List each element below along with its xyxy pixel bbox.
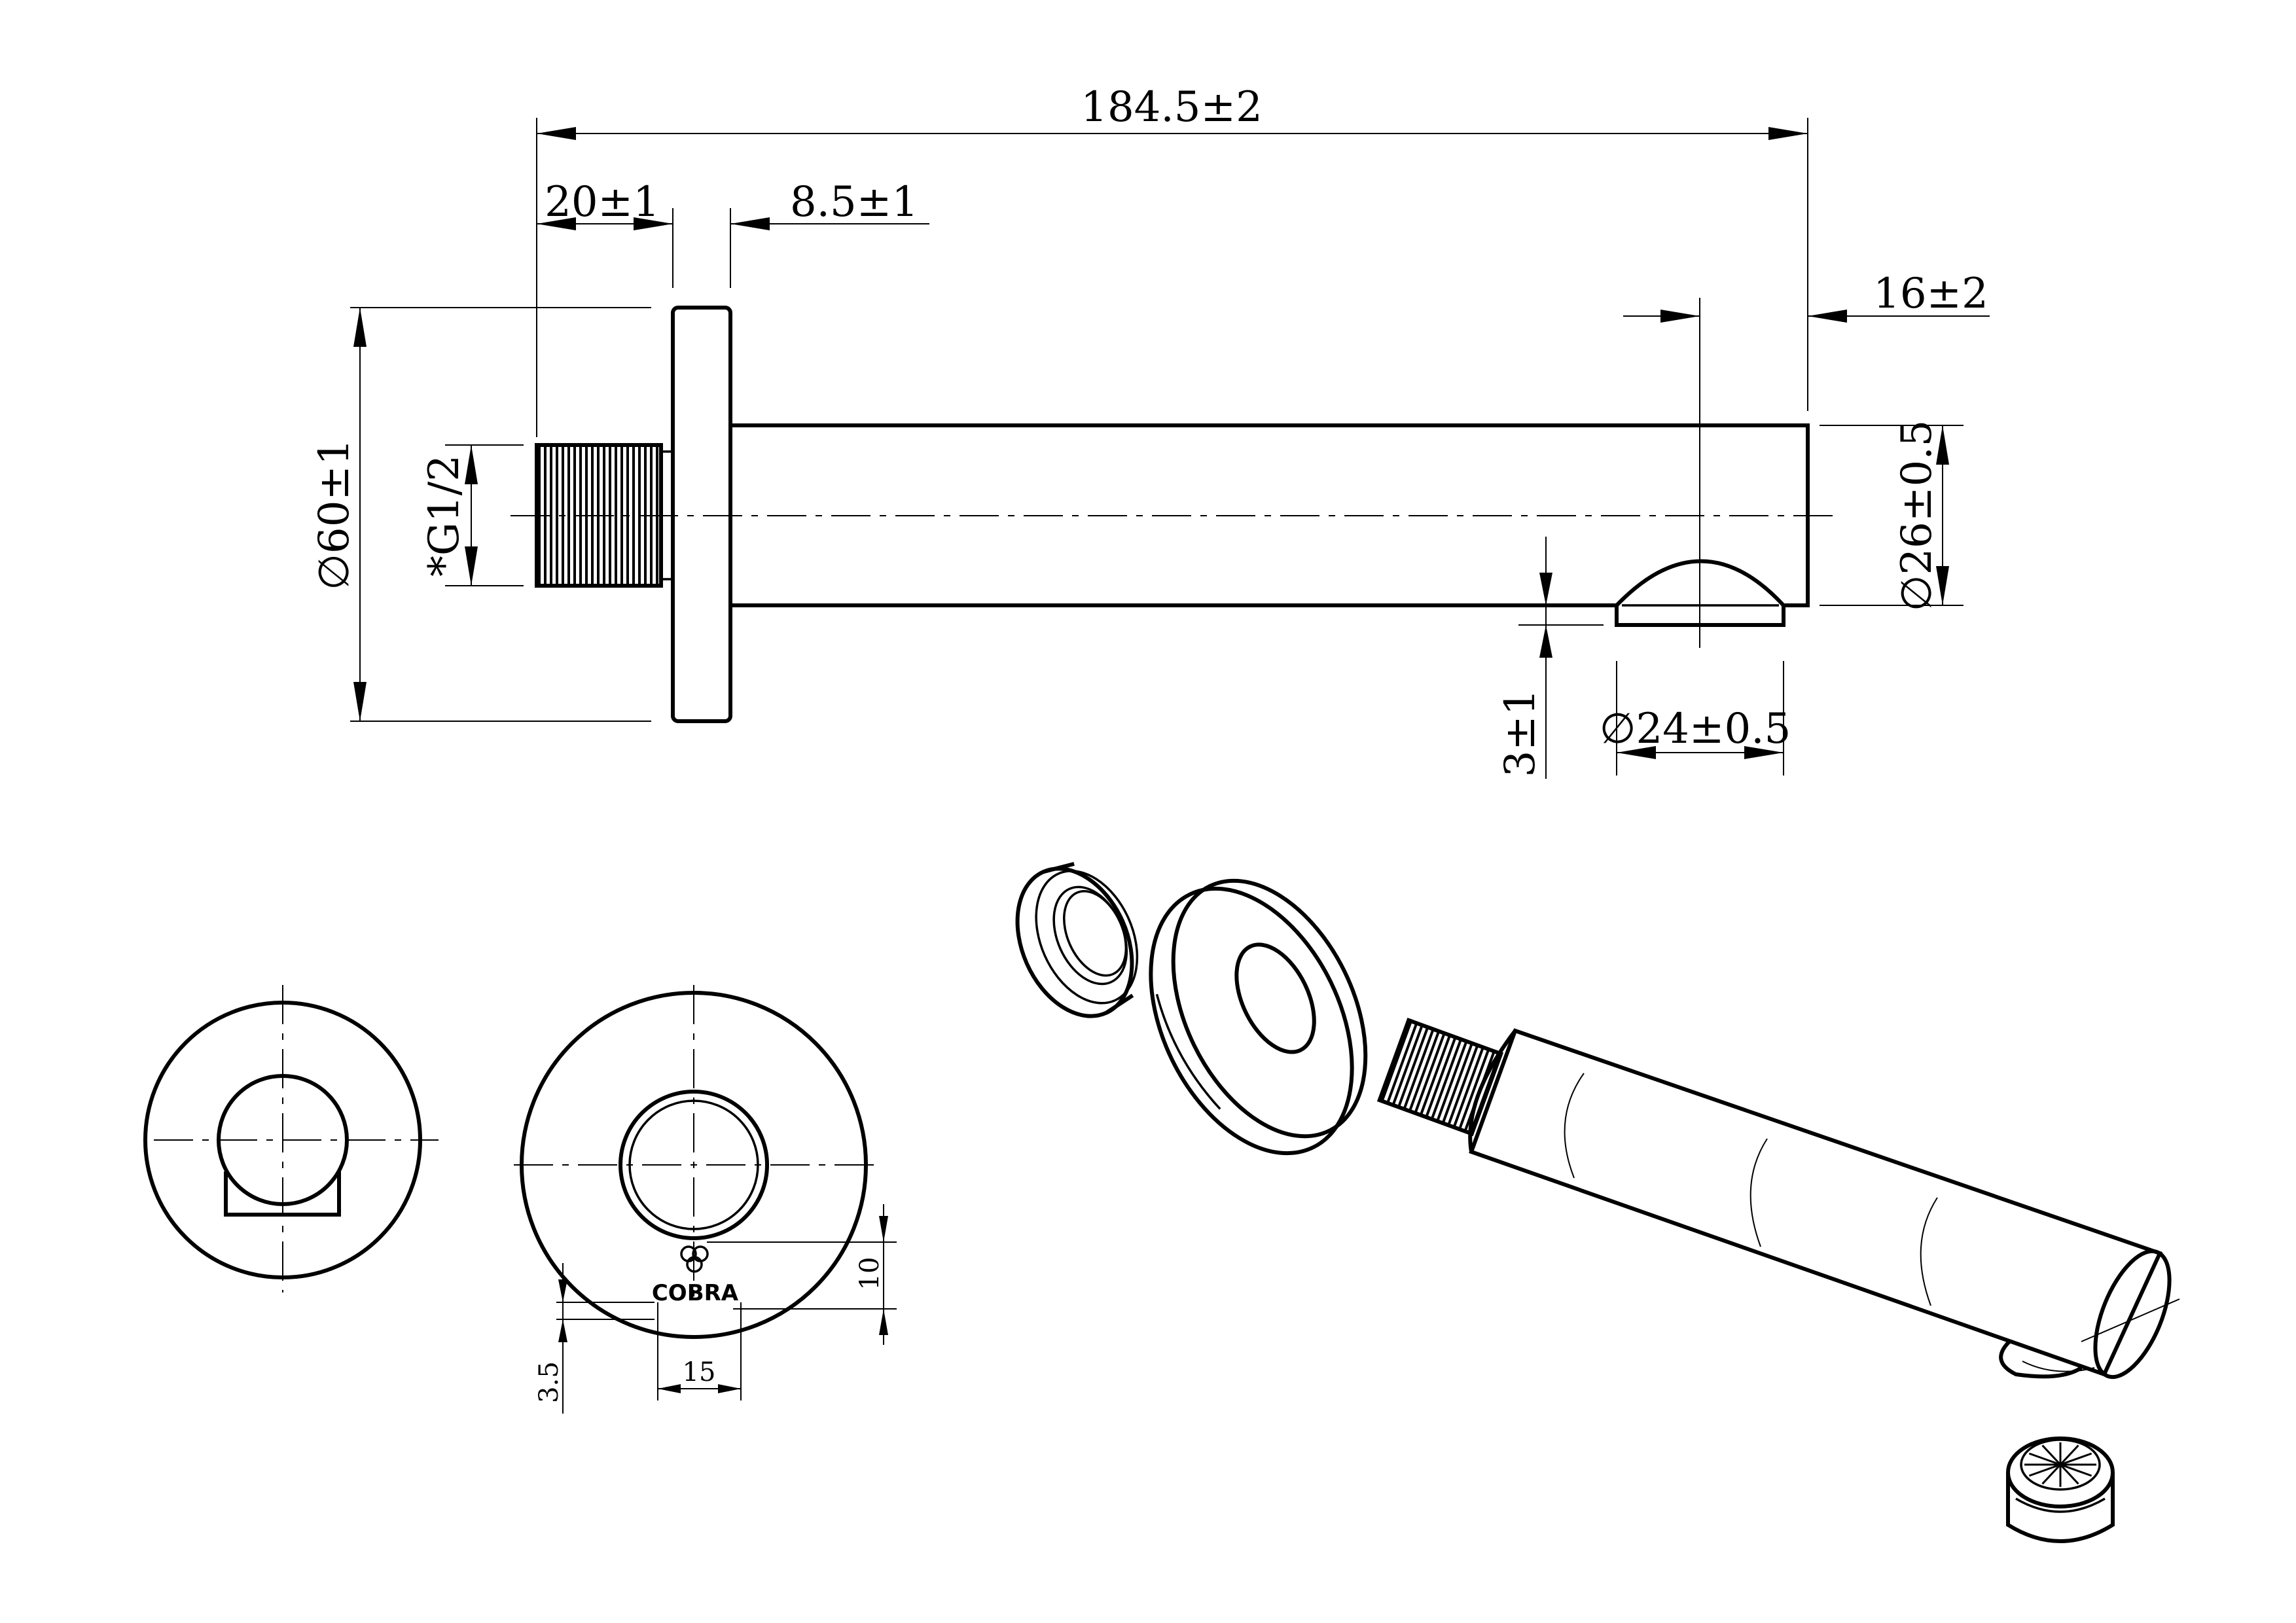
pipe-assembly bbox=[1376, 1018, 2180, 1380]
pipe-outlet bbox=[1999, 1340, 2083, 1379]
aerator-spoke bbox=[2060, 1452, 2092, 1466]
thread-line bbox=[1447, 1044, 1479, 1126]
thread-hatching bbox=[538, 445, 658, 586]
rotation-arrow-icon bbox=[1155, 993, 1221, 1110]
end-view-front: COBRA 10 15 3.5 bbox=[514, 985, 897, 1414]
label-logo-width: 15 bbox=[683, 1357, 716, 1387]
threaded-connector bbox=[535, 443, 674, 588]
dim-outlet-offset: 16±2 bbox=[1623, 270, 1990, 323]
label-flange-diameter: ∅60±1 bbox=[310, 438, 359, 590]
aerator-spoke bbox=[2041, 1463, 2062, 1485]
aerator-spoke bbox=[2059, 1444, 2079, 1466]
label-thread: *G1/2 bbox=[420, 455, 469, 577]
aerator-spoke bbox=[2059, 1463, 2079, 1485]
thread-line bbox=[1419, 1035, 1452, 1116]
outlet-curve bbox=[1615, 559, 1785, 607]
dim-flange-diameter: ∅60±1 bbox=[310, 308, 367, 721]
label-outlet-offset: 16±2 bbox=[1873, 270, 1988, 318]
washer bbox=[1015, 862, 1139, 1018]
pipe-body bbox=[1469, 1028, 2163, 1377]
dim-overall-length: 184.5±2 bbox=[537, 83, 1808, 140]
label-logo-offset: 3.5 bbox=[534, 1361, 564, 1403]
label-outlet-diameter: ∅24±0.5 bbox=[1600, 705, 1791, 753]
exploded-view bbox=[1015, 862, 2180, 1543]
dim-flange-thickness: 8.5±1 bbox=[730, 178, 929, 230]
label-pipe-diameter: ∅26±0.5 bbox=[1893, 420, 1941, 612]
thread-line bbox=[1403, 1028, 1435, 1110]
thread-line bbox=[1458, 1048, 1490, 1130]
dim-logo-offset: 3.5 bbox=[534, 1263, 655, 1414]
thread-line bbox=[1441, 1043, 1473, 1124]
thread-line bbox=[1425, 1037, 1457, 1118]
thread-line bbox=[1386, 1022, 1418, 1104]
thread-line bbox=[1430, 1039, 1462, 1120]
cobra-logo-text: COBRA bbox=[652, 1280, 739, 1306]
thread-line bbox=[1469, 1052, 1501, 1134]
label-flange-offset: 20±1 bbox=[545, 178, 660, 226]
aerator-spoke bbox=[2060, 1463, 2092, 1477]
thread-line bbox=[1452, 1046, 1484, 1128]
rotation-arrow-icon bbox=[1564, 1073, 2180, 1372]
dim-thread: *G1/2 bbox=[420, 445, 478, 586]
extension-lines bbox=[350, 118, 1964, 776]
cobra-logo-icon: COBRA bbox=[652, 1245, 739, 1306]
side-view: 184.5±2 20±1 8.5±1 16±2 ∅60± bbox=[310, 83, 1990, 779]
dim-outlet-diameter: ∅24±0.5 bbox=[1600, 705, 1791, 759]
dim-flange-offset: 20±1 bbox=[537, 178, 673, 230]
end-view-rear bbox=[143, 985, 439, 1293]
dim-outlet-depth: 3±1 bbox=[1496, 537, 1552, 779]
front-bore-outer bbox=[619, 1090, 769, 1240]
thread-line bbox=[1391, 1024, 1424, 1106]
thread-line bbox=[1380, 1020, 1412, 1102]
thread-line bbox=[1414, 1033, 1446, 1114]
spout-pipe bbox=[728, 423, 1810, 627]
wall-flange bbox=[671, 306, 732, 723]
aerator-spoke bbox=[2041, 1444, 2062, 1466]
aerator-icon bbox=[2006, 1436, 2115, 1543]
pipe-thread-hatching bbox=[1380, 1020, 1501, 1134]
label-logo-height: 10 bbox=[855, 1257, 885, 1291]
dim-pipe-diameter: ∅26±0.5 bbox=[1893, 420, 1949, 612]
thread-line bbox=[1436, 1041, 1468, 1122]
thread-line bbox=[1397, 1026, 1429, 1108]
aerator-spoke bbox=[2028, 1463, 2061, 1477]
thread-line bbox=[1408, 1030, 1441, 1112]
dim-logo-width: 15 bbox=[657, 1302, 742, 1400]
label-overall-length: 184.5±2 bbox=[1081, 83, 1263, 132]
label-flange-thickness: 8.5±1 bbox=[790, 178, 918, 226]
aerator-spoke bbox=[2028, 1452, 2061, 1466]
escutcheon bbox=[1149, 878, 1368, 1156]
dim-logo-height: 10 bbox=[707, 1204, 897, 1345]
label-outlet-depth: 3±1 bbox=[1496, 688, 1545, 777]
pipe-front-end bbox=[2093, 1249, 2172, 1380]
pipe-rear-end bbox=[1468, 1029, 1517, 1152]
